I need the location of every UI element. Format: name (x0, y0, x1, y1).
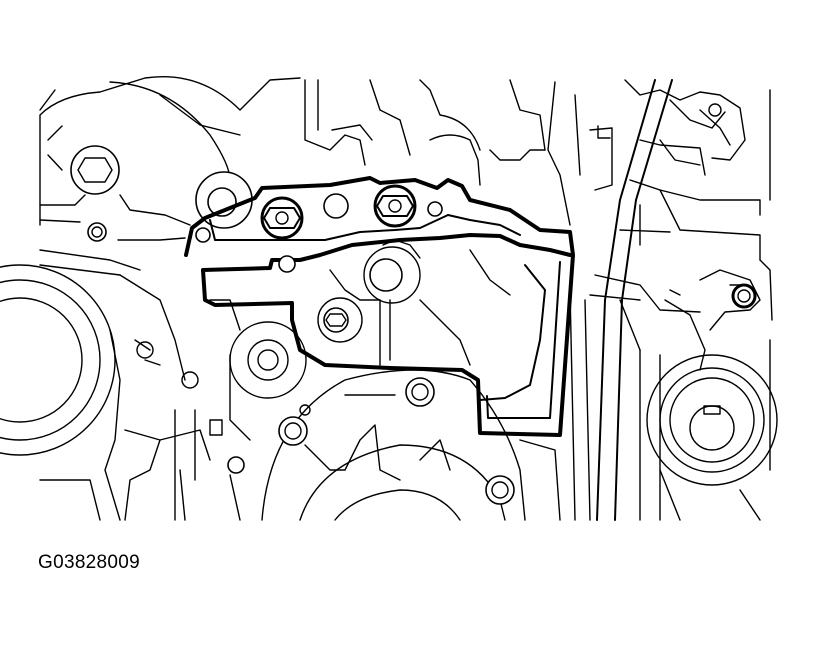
bracket-mounting-bolt-left (275, 211, 289, 225)
bracket-mounting-bolt-right (388, 199, 402, 213)
engine-background-linework (0, 75, 778, 521)
timing-cover-bracket (184, 176, 575, 437)
figure-code-label: G03828009 (38, 552, 141, 573)
